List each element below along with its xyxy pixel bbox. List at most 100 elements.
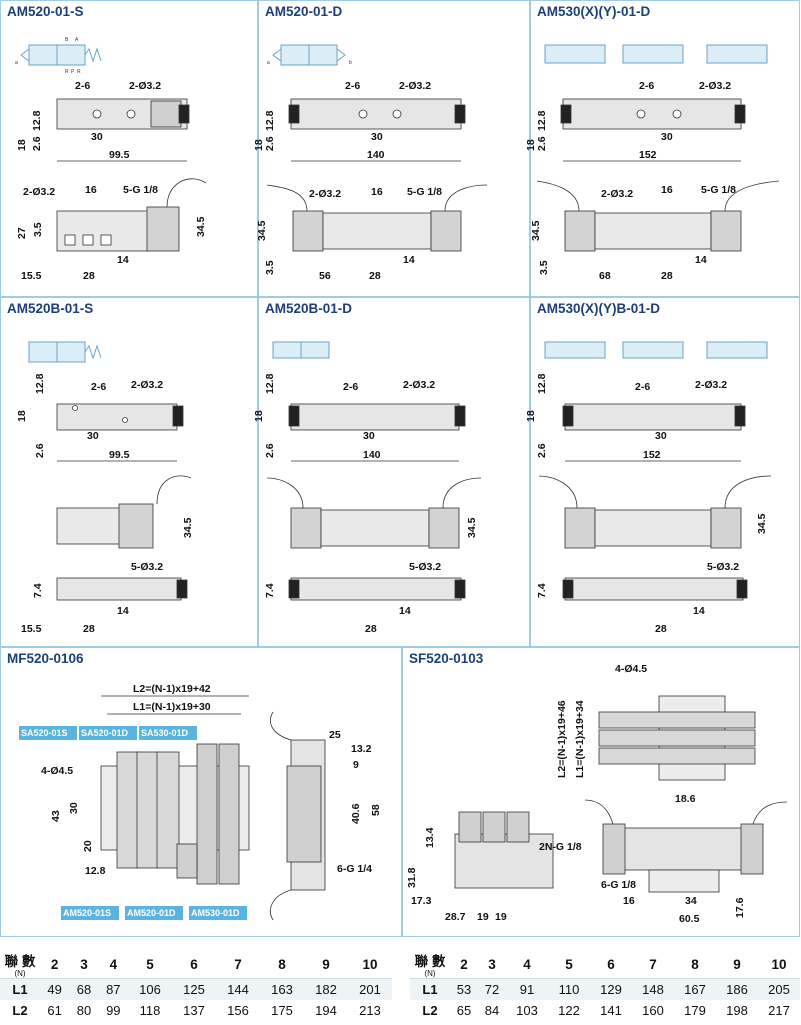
cell-l2: 156 (227, 1003, 249, 1018)
cell-l2: 118 (139, 1003, 161, 1018)
dim-f: 30 (371, 131, 383, 143)
cell-n: 2 (50, 956, 59, 972)
panel-sf520-0103: SF520-0103 4-Ø4.5 L2=(N-1)x19+46 L1=(N-1… (402, 647, 800, 937)
dim-g: 99.5 (109, 449, 130, 461)
symbol-b-port: B (65, 37, 69, 43)
dim-r: 7.4 (32, 583, 44, 598)
dim-g: 99.5 (109, 149, 130, 161)
cell-l2: 122 (558, 1003, 580, 1018)
dim-o: 28 (365, 623, 377, 635)
cell-l2: 141 (600, 1003, 622, 1018)
dim-p: 14 (117, 254, 129, 266)
dim-n: 56 (319, 270, 331, 282)
cell-l1: 110 (558, 982, 580, 997)
drawing-mf520-0106: L2=(N-1)x19+42 L1=(N-1)x19+30 SA520-01S … (19, 683, 382, 921)
dim-34: 34 (685, 895, 697, 907)
cell-l1: 72 (484, 982, 500, 997)
cell-l2: 213 (359, 1003, 381, 1018)
dim-25: 25 (329, 729, 341, 741)
dim-hole: 4-Ø4.5 (41, 765, 73, 777)
panel-mf520-0106: MF520-0106 L2=(N-1)x19+42 L1=(N-1)x19+30… (0, 647, 402, 937)
dim-m: 34.5 (195, 216, 207, 237)
cell-n: 8 (691, 956, 699, 972)
cell-l1: 87 (106, 982, 121, 997)
panel-title: SF520-0103 (403, 648, 498, 670)
dim-L2: L2=(N-1)x19+46 (556, 700, 568, 778)
label-sa520-01d: SA520-01D (81, 728, 129, 738)
symbol-a-port: A (75, 37, 79, 43)
dim-L1: L1=(N-1)x19+30 (133, 701, 211, 713)
dim-l: 3.5 (32, 222, 44, 237)
dim-q: 5-Ø3.2 (707, 561, 739, 573)
cell-l1: 49 (47, 982, 62, 997)
cell-n: 8 (278, 956, 286, 972)
cell-l2: 217 (768, 1003, 790, 1018)
cell-l2: 137 (183, 1003, 205, 1018)
valve-bottom-view (288, 577, 466, 601)
dim-k: 34.5 (530, 220, 542, 241)
dim-c: 12.8 (34, 373, 46, 394)
panel-am520-01-d: AM520-01-D a b 2-6 2-Ø3.2 12.8 18 2.6 30… (253, 0, 530, 297)
dim-h: 2-Ø3.2 (23, 186, 55, 198)
dim-c: 12.8 (264, 373, 276, 394)
subplate-front-view (454, 811, 554, 889)
dim-b: 2-Ø3.2 (699, 80, 731, 92)
cell-l1: 91 (519, 982, 535, 997)
dim-o: 28 (83, 623, 95, 635)
dim-hole: 4-Ø4.5 (615, 663, 647, 675)
dim-p: 14 (399, 605, 411, 617)
dim-n: 15.5 (21, 623, 42, 635)
label-sa530-01d: SA530-01D (141, 728, 189, 738)
dim-c: 12.8 (536, 110, 548, 131)
pneumatic-symbol (20, 44, 102, 66)
valve-top-view (560, 98, 746, 130)
valve-front-view (266, 184, 488, 252)
panel-am530b-01-d: AM530(X)(Y)B-01-D 2-6 2-Ø3.2 12.8 18 2.6… (525, 297, 800, 647)
subplate-side-view (584, 799, 788, 893)
dim-n: 15.5 (21, 270, 42, 282)
dim-b: 2-Ø3.2 (129, 80, 161, 92)
valve-bottom-view (562, 577, 748, 601)
dim-2n-g-1-8: 2N-G 1/8 (539, 841, 582, 853)
dim-j: 5-G 1/8 (701, 184, 736, 196)
dim-e: 2.6 (536, 443, 548, 458)
dim-c: 12.8 (31, 110, 43, 131)
dim-o: 28 (655, 623, 667, 635)
panel-am520b-01-s: AM520B-01-S 2-6 2-Ø3.2 12.8 18 2.6 30 99… (0, 297, 258, 647)
dim-60-5: 60.5 (679, 913, 700, 925)
cell-n: 4 (523, 956, 531, 972)
cell-n: 9 (733, 956, 741, 972)
cell-l1: 182 (315, 982, 337, 997)
row-label-l2: L2 (12, 1003, 28, 1018)
dim-g: 140 (367, 149, 385, 161)
valve-front-view (56, 178, 207, 252)
pneumatic-symbols (544, 341, 768, 359)
dim-m: 34.5 (466, 517, 478, 538)
dim-a: 2-6 (343, 381, 358, 393)
dim-p: 14 (117, 605, 129, 617)
manifold-side-view (270, 711, 326, 921)
cell-l2: 80 (76, 1003, 92, 1018)
cell-l2: 99 (106, 1003, 121, 1018)
header-n: 聯 數(N) (4, 954, 36, 978)
dim-e: 2.6 (31, 136, 43, 151)
cell-n: 10 (362, 956, 378, 972)
dim-13-2: 13.2 (351, 743, 372, 755)
dim-28-7: 28.7 (445, 911, 466, 923)
symbol-b: b (349, 60, 352, 66)
valve-top-view (56, 98, 190, 130)
panel-am520b-01-d: AM520B-01-D 2-6 2-Ø3.2 12.8 18 2.6 30 14… (253, 297, 530, 647)
dim-m: 34.5 (756, 513, 768, 534)
dim-20: 20 (82, 840, 94, 852)
label-tags (19, 726, 247, 920)
cell-l1: 201 (359, 982, 381, 997)
dim-19a: 19 (477, 911, 489, 923)
dim-6-g-1-4: 6-G 1/4 (337, 863, 372, 875)
cell-l1: 68 (76, 982, 92, 997)
label-sa520-01s: SA520-01S (21, 728, 68, 738)
dim-g: 140 (363, 449, 381, 461)
